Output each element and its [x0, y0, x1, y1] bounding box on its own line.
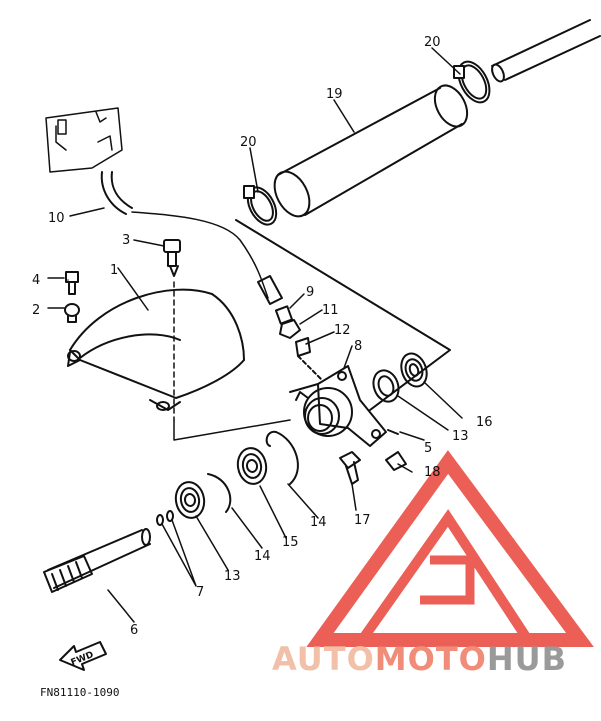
watermark-logo-icon	[306, 450, 594, 647]
callout-7: 7	[196, 585, 204, 600]
callout-18: 18	[424, 465, 441, 480]
cover-shell	[67, 288, 291, 441]
engine-outline	[45, 107, 123, 173]
bearing-13-lower	[174, 481, 206, 519]
circlip-14-right-end	[265, 430, 277, 447]
callout-13-upper: 13	[452, 429, 469, 444]
callout-labels: 10 3 1 4 2 9 11 12 8 16 13 5 18 17 14 15…	[32, 35, 493, 638]
bolt-17	[339, 451, 361, 485]
hose-clamp-lower	[243, 185, 278, 226]
watermark-text-auto: AUTO	[272, 640, 375, 678]
fwd-arrow-icon	[59, 641, 107, 671]
callout-13-lower: 13	[224, 569, 241, 584]
callout-6: 6	[130, 623, 138, 638]
pin-5	[387, 429, 399, 435]
callout-19: 19	[326, 87, 343, 102]
bearing-13-upper	[372, 369, 400, 403]
callout-12: 12	[334, 323, 351, 338]
hose-nipple	[295, 337, 323, 381]
callout-4: 4	[32, 273, 40, 288]
callout-11: 11	[322, 303, 339, 318]
watermark-text-moto: MOTO	[375, 640, 487, 678]
leader-lines	[47, 47, 463, 623]
callout-5: 5	[424, 441, 432, 456]
circlip-14-left	[207, 473, 232, 513]
callout-14-left: 14	[254, 549, 271, 564]
callout-20-upper: 20	[424, 35, 441, 50]
washer-2	[64, 303, 80, 323]
callout-8: 8	[354, 339, 362, 354]
callout-14-right: 14	[310, 515, 327, 530]
hose-clamp-upper	[453, 60, 491, 104]
callout-2: 2	[32, 303, 40, 318]
assembly-outline	[235, 219, 451, 411]
callout-3: 3	[122, 233, 130, 248]
hex-nut	[279, 319, 301, 339]
callout-20-lower: 20	[240, 135, 257, 150]
figure-code: FN81110-1090	[40, 686, 119, 699]
watermark-text-hub: HUB	[487, 640, 567, 678]
circlip-14-right	[275, 431, 299, 485]
shaft-boot-tube	[273, 84, 469, 218]
svg-text:AUTOMOTOHUB: AUTOMOTOHUB	[272, 640, 567, 678]
drive-shaft-upper	[491, 19, 601, 83]
callout-1: 1	[110, 263, 118, 278]
clip-18	[385, 451, 407, 471]
bolt-4	[65, 271, 79, 295]
drive-shaft	[43, 528, 151, 593]
bearing-15	[236, 447, 268, 485]
callout-17: 17	[354, 513, 371, 528]
water-hose	[100, 171, 283, 305]
callout-16: 16	[476, 415, 493, 430]
callout-9: 9	[306, 285, 314, 300]
oil-seal-16	[400, 352, 428, 388]
bearing-housing	[289, 365, 387, 447]
o-rings-7	[156, 510, 174, 526]
callout-10: 10	[48, 211, 65, 226]
callout-15: 15	[282, 535, 299, 550]
